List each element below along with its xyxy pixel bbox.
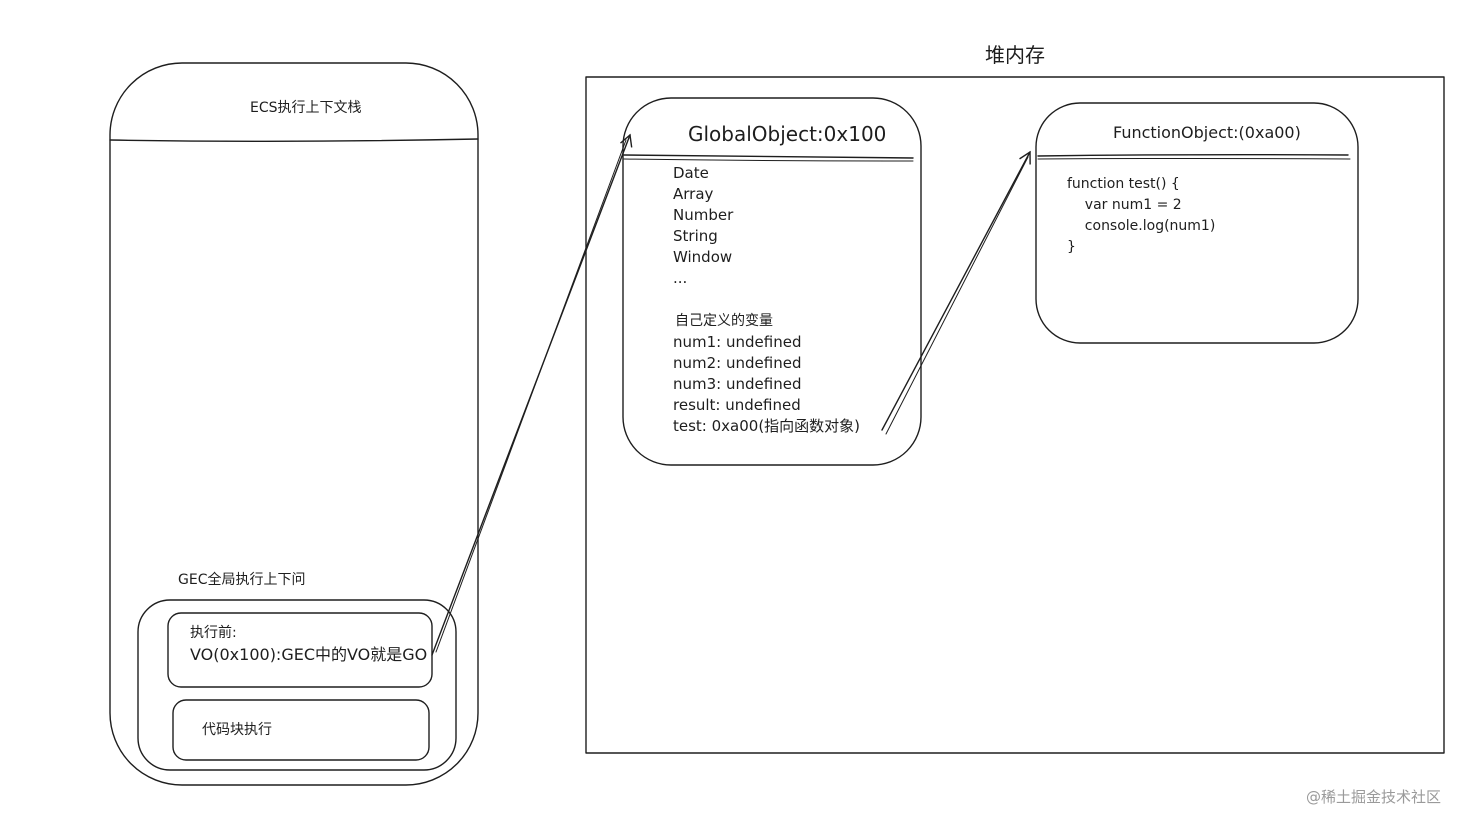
watermark: @稀土掘金技术社区: [1306, 788, 1442, 806]
code-block-box: [172, 699, 430, 761]
function-object-title: FunctionObject:(0xa00): [1113, 123, 1301, 142]
var-item: num3: undefined: [673, 375, 802, 393]
gec-container: [137, 599, 457, 771]
function-object-code: function test() { var num1 = 2 console.l…: [1067, 174, 1215, 258]
code-line: var num1 = 2: [1067, 197, 1182, 213]
global-object-builtins: Date Array Number String Window ...: [673, 163, 733, 289]
global-object-divider: [623, 154, 914, 159]
code-line: function test() {: [1067, 176, 1180, 192]
builtin-item: String: [673, 227, 718, 245]
gec-label: GEC全局执行上下问: [178, 572, 306, 588]
function-object-divider: [1037, 153, 1349, 157]
global-object-vars: num1: undefined num2: undefined num3: un…: [673, 332, 860, 437]
var-item: test: 0xa00(指向函数对象): [673, 417, 861, 435]
ecs-stack-container: [109, 62, 479, 786]
heap-title: 堆内存: [985, 43, 1045, 67]
arrow-test-to-function-object: [881, 150, 1031, 431]
vo-box-line1: 执行前:: [190, 625, 237, 641]
code-line: }: [1067, 239, 1076, 255]
vo-box-line2: VO(0x100):GEC中的VO就是GO: [190, 645, 428, 664]
vo-box: [167, 612, 433, 688]
global-object-box: [622, 97, 922, 466]
code-block-label: 代码块执行: [202, 722, 272, 738]
builtin-item: Number: [673, 206, 734, 224]
var-item: num1: undefined: [673, 333, 802, 351]
ecs-title-divider: [109, 138, 479, 142]
builtin-item: ...: [673, 269, 688, 287]
global-object-title: GlobalObject:0x100: [688, 122, 887, 146]
var-item: num2: undefined: [673, 354, 802, 372]
code-line: console.log(num1): [1067, 218, 1216, 234]
function-object-box: [1035, 102, 1359, 344]
custom-vars-label: 自己定义的变量: [675, 313, 773, 329]
ecs-title: ECS执行上下文栈: [250, 100, 362, 116]
builtin-item: Date: [673, 164, 709, 182]
heap-memory-frame: [585, 76, 1445, 754]
var-item: result: undefined: [673, 396, 801, 414]
builtin-item: Window: [673, 248, 733, 266]
builtin-item: Array: [673, 185, 714, 203]
